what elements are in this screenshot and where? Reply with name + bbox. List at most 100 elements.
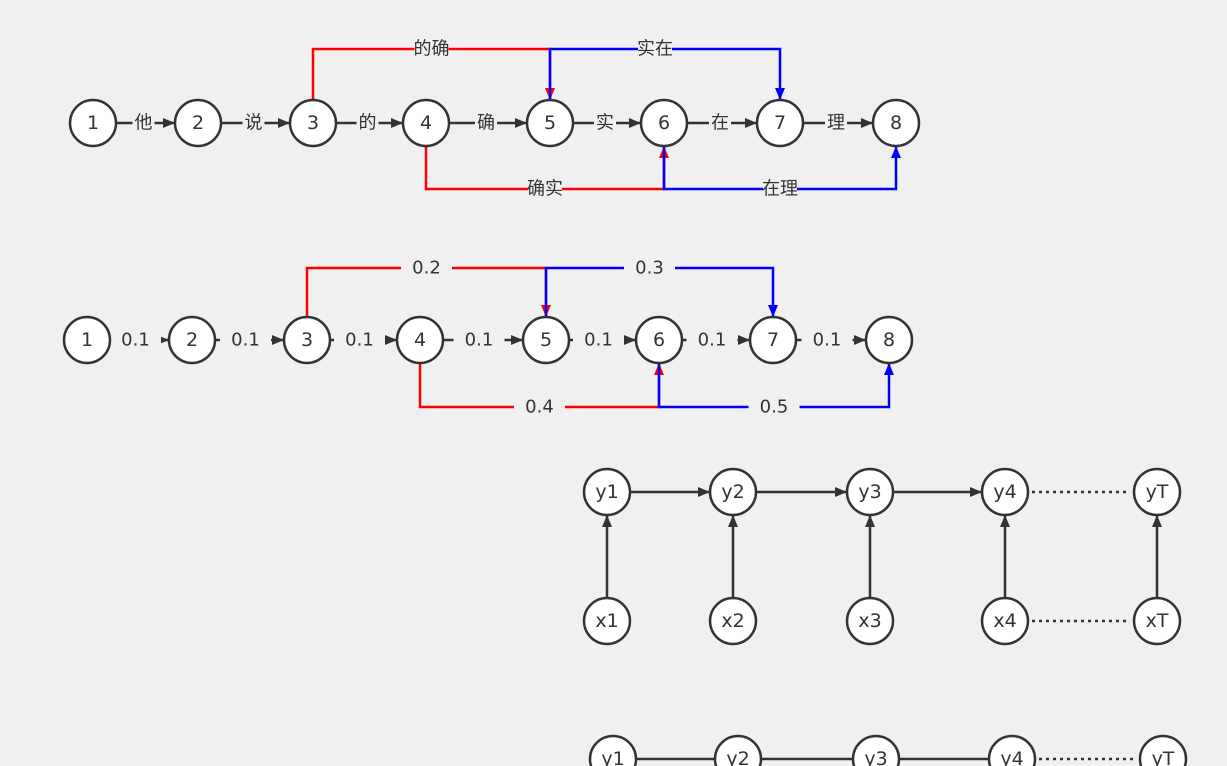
node-5-label: 5 <box>544 112 556 134</box>
arc-label-5-7-bg <box>638 38 672 60</box>
edge-label-2-3-bg <box>220 329 271 351</box>
edge-label-3-4-bg <box>356 112 379 134</box>
node-y3: y3 <box>845 467 895 517</box>
node-7-label: 7 <box>767 329 779 351</box>
node-yT-label: yT <box>1152 748 1175 766</box>
node-y4-label: y4 <box>993 481 1016 503</box>
node-x1: x1 <box>582 596 632 646</box>
node-y4-circle <box>987 734 1037 766</box>
node-y2-label: y2 <box>726 748 749 766</box>
node-xT: xT <box>1132 596 1182 646</box>
arc-label-6-8: 在理 <box>762 179 798 200</box>
edge-label-5-6: 实 <box>596 113 614 134</box>
node-6-circle <box>639 98 689 148</box>
node-7: 7 <box>755 98 805 148</box>
node-x1-label: x1 <box>595 610 618 632</box>
arc-label-3-5-bg <box>414 38 449 60</box>
node-x1-circle <box>582 596 632 646</box>
node-y2: y2 <box>713 734 763 766</box>
node-7-circle <box>755 98 805 148</box>
arc-label-4-6: 0.4 <box>525 397 554 418</box>
node-8-label: 8 <box>890 112 902 134</box>
edge-label-2-3-bg <box>242 112 265 134</box>
edge-label-6-7: 0.1 <box>698 330 727 351</box>
edge-label-5-6-bg <box>573 329 624 351</box>
arc-label-3-5-bg <box>401 257 452 279</box>
node-2-circle <box>173 98 223 148</box>
node-6-circle <box>634 315 684 365</box>
edge-label-2-3: 说 <box>245 113 263 134</box>
node-x2: x2 <box>708 596 758 646</box>
edge-label-6-7-bg <box>686 329 738 351</box>
node-yT-circle <box>1132 467 1182 517</box>
node-5-circle <box>521 315 571 365</box>
node-4: 4 <box>401 98 451 148</box>
edge-label-4-5: 确 <box>477 113 495 134</box>
node-y3-label: y3 <box>858 481 881 503</box>
edge-label-2-3: 0.1 <box>231 330 260 351</box>
node-3-circle <box>288 98 338 148</box>
node-8-circle <box>871 98 921 148</box>
node-1-circle <box>62 315 112 365</box>
node-5-circle <box>525 98 575 148</box>
node-y3-circle <box>845 467 895 517</box>
node-3-label: 3 <box>301 329 313 351</box>
node-x4: x4 <box>980 596 1030 646</box>
node-y1-label: y1 <box>601 748 624 766</box>
edge-label-1-2-bg <box>132 112 155 134</box>
node-2: 2 <box>167 315 217 365</box>
node-1-label: 1 <box>81 329 93 351</box>
arc-label-3-5: 的确 <box>414 39 450 60</box>
node-5: 5 <box>521 315 571 365</box>
node-y3-circle <box>851 734 901 766</box>
arc-label-4-6: 确实 <box>527 179 563 200</box>
node-y4: y4 <box>987 734 1037 766</box>
crf-chain-diagram: y1 y2 y3 y4 yT <box>588 734 1188 766</box>
node-3-label: 3 <box>307 112 319 134</box>
node-4-label: 4 <box>420 112 432 134</box>
node-yT-label: yT <box>1146 481 1169 503</box>
node-1-label: 1 <box>87 112 99 134</box>
node-6-label: 6 <box>658 112 670 134</box>
arc-label-6-8-bg <box>748 396 800 418</box>
edge-label-3-4-bg <box>334 329 385 351</box>
node-x3-label: x3 <box>858 610 881 632</box>
node-x2-circle <box>708 596 758 646</box>
node-y2-circle <box>713 734 763 766</box>
node-8: 8 <box>871 98 921 148</box>
edge-label-4-5: 0.1 <box>465 330 494 351</box>
arc-label-4-6-bg <box>514 396 565 418</box>
node-7-circle <box>748 315 798 365</box>
node-y1-label: y1 <box>595 481 618 503</box>
node-1: 1 <box>68 98 118 148</box>
arc-label-5-7: 0.3 <box>635 258 664 279</box>
edge-label-1-2: 0.1 <box>121 330 150 351</box>
node-7-label: 7 <box>774 112 786 134</box>
edge-label-5-6-bg <box>594 112 616 134</box>
edge-label-1-2-bg <box>110 329 161 351</box>
node-4-circle <box>401 98 451 148</box>
node-y2-circle <box>708 467 758 517</box>
node-x4-circle <box>980 596 1030 646</box>
node-y1: y1 <box>588 734 638 766</box>
node-8-label: 8 <box>883 329 895 351</box>
node-3-circle <box>282 315 332 365</box>
node-yT: yT <box>1132 467 1182 517</box>
edge-label-5-6: 0.1 <box>584 330 613 351</box>
edge-label-7-8-bg <box>825 112 847 134</box>
node-2-label: 2 <box>192 112 204 134</box>
arc-label-3-5: 0.2 <box>412 258 441 279</box>
node-y3-label: y3 <box>864 748 887 766</box>
node-7: 7 <box>748 315 798 365</box>
node-xT-label: xT <box>1146 610 1169 632</box>
node-5-label: 5 <box>540 329 552 351</box>
arc-label-4-6-bg <box>528 178 562 200</box>
node-4: 4 <box>395 315 445 365</box>
node-3: 3 <box>282 315 332 365</box>
node-4-label: 4 <box>414 329 426 351</box>
node-8: 8 <box>864 315 914 365</box>
